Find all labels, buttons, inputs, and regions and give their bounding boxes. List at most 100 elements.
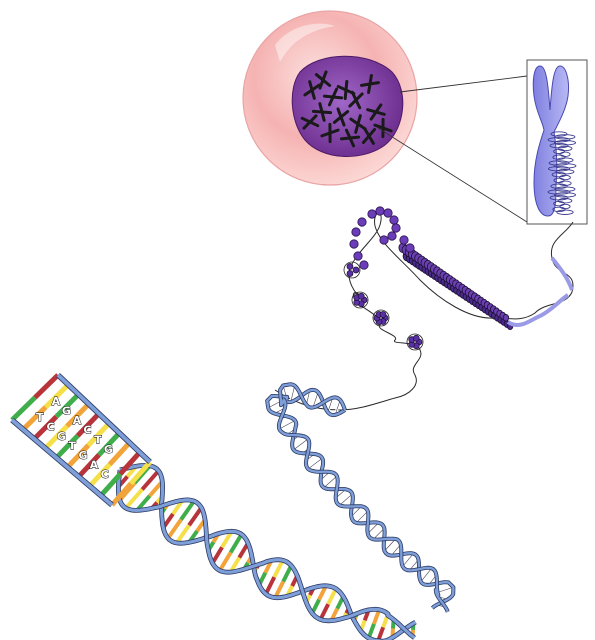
- base-pair-half: [210, 546, 224, 565]
- coil-loop: [554, 186, 576, 192]
- base-letter-left: G: [57, 430, 66, 443]
- coil-loop: [557, 198, 573, 204]
- chromosome-x: [300, 114, 320, 130]
- chromatin-coil-tail: [550, 256, 574, 291]
- chromosome-x: [303, 80, 321, 100]
- coil-loop: [559, 174, 571, 181]
- coil-loop: [558, 180, 572, 186]
- base-letter-right: G: [62, 405, 71, 418]
- coil-loop: [553, 163, 577, 169]
- base-pair: [356, 511, 368, 523]
- base-letter-left: T: [36, 411, 44, 424]
- coil-loop: [552, 206, 566, 213]
- chromosome-arm: [320, 122, 340, 144]
- chromosome-x: [360, 74, 380, 94]
- dna-backbone: [266, 388, 455, 609]
- base-pair-half: [21, 405, 48, 432]
- base-letter-left: C: [101, 468, 109, 481]
- cell-highlight: [275, 23, 335, 62]
- base-pair: [312, 392, 319, 408]
- base-letter-left: C: [46, 421, 54, 434]
- base-pair-half: [272, 559, 285, 579]
- nucleosome: [391, 223, 401, 233]
- coil-loop: [550, 131, 568, 137]
- base-pair-half: [43, 424, 69, 451]
- nucleosome: [379, 235, 389, 245]
- chromosome-arm: [366, 103, 386, 121]
- base-pair-half: [65, 402, 91, 428]
- base-letter-right: A: [52, 395, 61, 408]
- base-pair-half: [166, 518, 183, 540]
- base-pair-half: [366, 623, 376, 639]
- base-pair: [327, 397, 334, 413]
- coil-loop: [549, 195, 569, 201]
- base-pair-half: [99, 472, 123, 498]
- base-pair-half: [75, 411, 101, 438]
- base-pair-half: [228, 533, 244, 554]
- chromosome-inset: [526, 59, 588, 225]
- nucleosome: [367, 209, 377, 219]
- base-letter-right: G: [104, 443, 113, 456]
- nucleosome: [389, 215, 399, 225]
- base-pair-half: [264, 576, 277, 595]
- chromosome-x: [320, 122, 340, 144]
- chromosome-coils: [547, 131, 577, 215]
- nucleosome-loop: [343, 261, 361, 279]
- base-pair-half: [376, 626, 386, 640]
- base-pair-half: [54, 433, 80, 460]
- chromosome-arm: [339, 128, 361, 148]
- chromosome-arm: [311, 102, 333, 122]
- zoom-line-bottom: [377, 127, 528, 223]
- base-pair: [373, 528, 385, 540]
- base-pair-half: [54, 392, 81, 419]
- nucleosome: [357, 217, 367, 227]
- chromosome-arm: [360, 74, 380, 94]
- nucleosome: [353, 251, 363, 261]
- base-pair-half: [86, 421, 111, 447]
- base-pair-half: [33, 373, 60, 400]
- chromatin-thread: [274, 212, 574, 411]
- coil-loop: [553, 148, 565, 155]
- base-pair-half: [318, 603, 330, 621]
- base-pair: [290, 385, 295, 403]
- base-pair-half: [10, 395, 37, 422]
- base-pair-half: [372, 609, 382, 625]
- coil-loop: [557, 145, 573, 152]
- base-pair-half: [326, 587, 338, 605]
- nucleosome-loop: [406, 333, 424, 351]
- base-pair-half: [129, 460, 152, 486]
- nucleosome: [412, 334, 420, 342]
- dna-backbone: [56, 373, 152, 464]
- chromosome-arm: [314, 70, 332, 90]
- base-pair-half: [87, 462, 112, 488]
- chromatin: [274, 206, 574, 411]
- base-pair: [279, 420, 296, 430]
- base-letter-left: G: [79, 449, 88, 462]
- chromosome-arm: [373, 117, 393, 139]
- dna-ladder: [10, 373, 152, 508]
- nucleosome: [405, 243, 415, 253]
- chromosome-x: [373, 117, 393, 139]
- chromosome-x: [311, 102, 333, 122]
- base-pair-half: [110, 481, 133, 507]
- nucleosome-beads: [343, 206, 424, 351]
- coil-loop: [551, 171, 567, 178]
- coil-loop: [556, 157, 574, 163]
- base-pair-half: [220, 530, 234, 549]
- chromosome-x: [322, 87, 344, 107]
- base-pair-half: [179, 499, 196, 521]
- chromosome-arm: [332, 107, 350, 127]
- base-pair-half: [32, 414, 59, 441]
- base-pair: [420, 568, 432, 582]
- base-pair-half: [107, 440, 132, 467]
- zoom-line-top: [399, 75, 528, 93]
- base-pair: [307, 458, 323, 470]
- base-pair-half: [273, 580, 286, 599]
- coil-loop: [547, 137, 571, 143]
- base-pair: [384, 538, 396, 552]
- nucleosome: [346, 263, 354, 270]
- nucleosome: [357, 292, 365, 300]
- nucleosome: [379, 311, 387, 318]
